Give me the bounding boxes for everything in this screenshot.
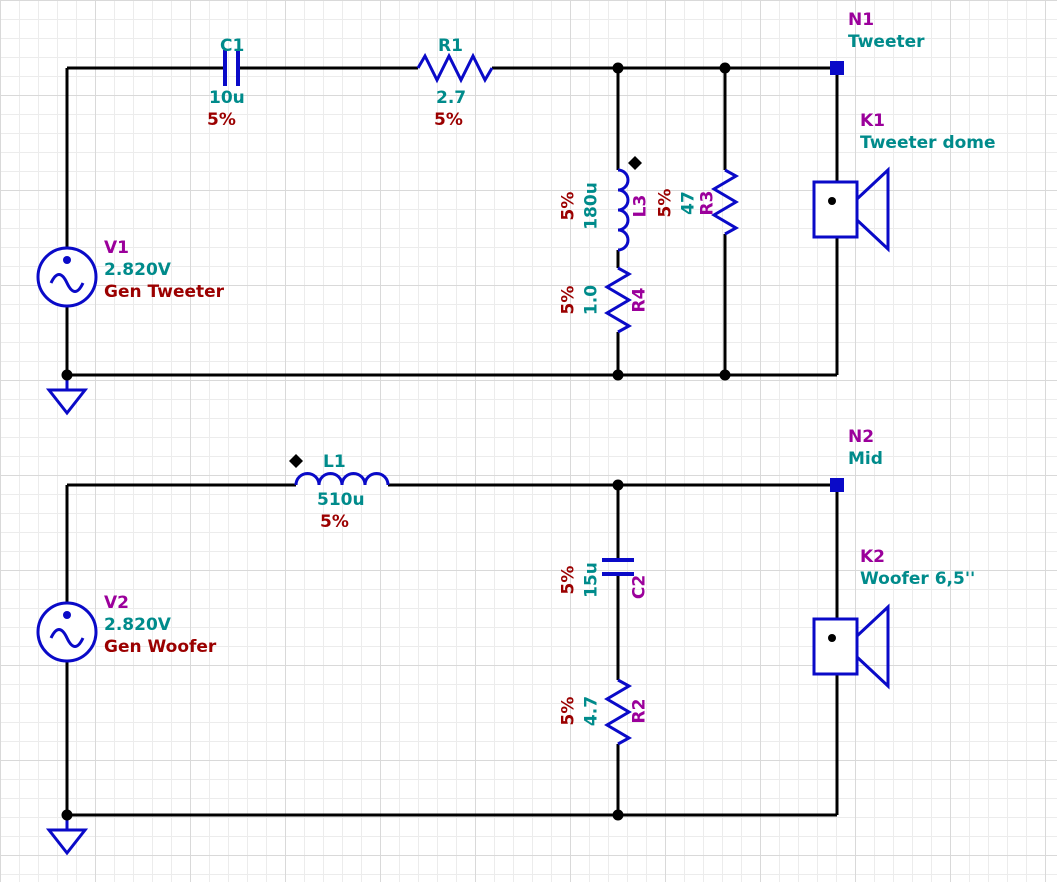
junction-dot [612,479,624,491]
c1-value: 10u [209,88,245,108]
inductor-l1[interactable] [289,454,390,486]
speaker-dot [828,634,836,642]
resistor-r3[interactable] [711,168,740,236]
sine-wave-icon [49,273,85,293]
c2-designator: C2 [629,574,650,600]
r1-designator: R1 [438,36,463,56]
junction-dot [612,369,624,381]
resistor-zigzag [604,266,633,334]
r3-value: 47 [678,191,699,215]
inductor-coils [617,168,630,252]
v1-name: V1 [104,238,129,258]
source-polarity-dot [63,611,71,619]
c1-designator: C1 [220,36,245,56]
c2-tolerance: 5% [558,565,579,595]
r1-value: 2.7 [436,88,467,108]
k1-name: K1 [860,111,886,131]
ground-symbol-v1[interactable] [45,375,89,416]
source-polarity-dot [63,256,71,264]
source-circle [36,601,98,663]
v2-name: V2 [104,593,129,613]
r3-designator: R3 [697,190,718,216]
sine-wave-icon [49,628,85,648]
capacitor-c2[interactable] [602,558,634,576]
v2-value: 2.820V [104,615,171,635]
inductor-coils [294,472,390,486]
junction-dot [719,62,731,74]
resistor-zigzag [604,678,633,746]
speaker-body [812,617,859,676]
k2-name: K2 [860,547,886,567]
junction-dot [612,809,624,821]
voltage-source-v2[interactable] [36,601,98,663]
resistor-zigzag [416,52,494,84]
k2-label: Woofer 6,5'' [860,569,976,589]
r1-tolerance: 5% [434,110,463,130]
v1-description: Gen Tweeter [104,282,225,302]
n2-label: Mid [848,449,883,469]
l1-value: 510u [317,490,365,510]
junction-dot [61,369,73,381]
l1-designator: L1 [323,452,346,472]
polarity-diamond-icon [628,156,642,170]
l3-tolerance: 5% [558,191,579,221]
ground-triangle-icon [45,388,89,416]
capacitor-c1[interactable] [223,50,240,86]
r2-designator: R2 [629,698,650,724]
r4-designator: R4 [629,287,650,313]
junction-dot [61,809,73,821]
n1-name: N1 [848,10,875,30]
ground-symbol-v2[interactable] [45,815,89,856]
l3-value: 180u [581,182,602,230]
r4-tolerance: 5% [558,285,579,315]
inductor-l3[interactable] [617,156,642,252]
v2-description: Gen Woofer [104,637,217,657]
resistor-r1[interactable] [416,52,494,84]
wires-woofer-circuit[interactable] [65,483,839,817]
speaker-dot [828,197,836,205]
speaker-horn-icon [855,603,890,690]
voltage-source-v1[interactable] [36,246,98,308]
speaker-horn-icon [855,166,890,253]
speaker-body [812,180,859,239]
junction-dot [719,369,731,381]
node-square-n2[interactable] [830,478,844,492]
resistor-r2[interactable] [604,678,633,746]
r3-tolerance: 5% [655,188,676,218]
c2-value: 15u [581,562,602,598]
resistor-r4[interactable] [604,266,633,334]
r2-value: 4.7 [581,695,602,727]
k1-label: Tweeter dome [860,133,996,153]
wires-tweeter-circuit[interactable] [65,66,839,377]
junction-dot [612,62,624,74]
resistor-zigzag [711,168,740,236]
speaker-k2[interactable] [812,603,890,690]
node-square-n1[interactable] [830,61,844,75]
l1-tolerance: 5% [320,512,349,532]
polarity-diamond-icon [289,454,303,468]
l3-designator: L3 [630,194,651,218]
n2-name: N2 [848,427,875,447]
junction-dots [61,62,731,821]
ground-triangle-icon [45,828,89,856]
speaker-k1[interactable] [812,166,890,253]
c1-tolerance: 5% [207,110,236,130]
r2-tolerance: 5% [558,696,579,726]
r4-value: 1.0 [581,284,602,316]
v1-value: 2.820V [104,260,171,280]
n1-label: Tweeter [848,32,925,52]
source-circle [36,246,98,308]
